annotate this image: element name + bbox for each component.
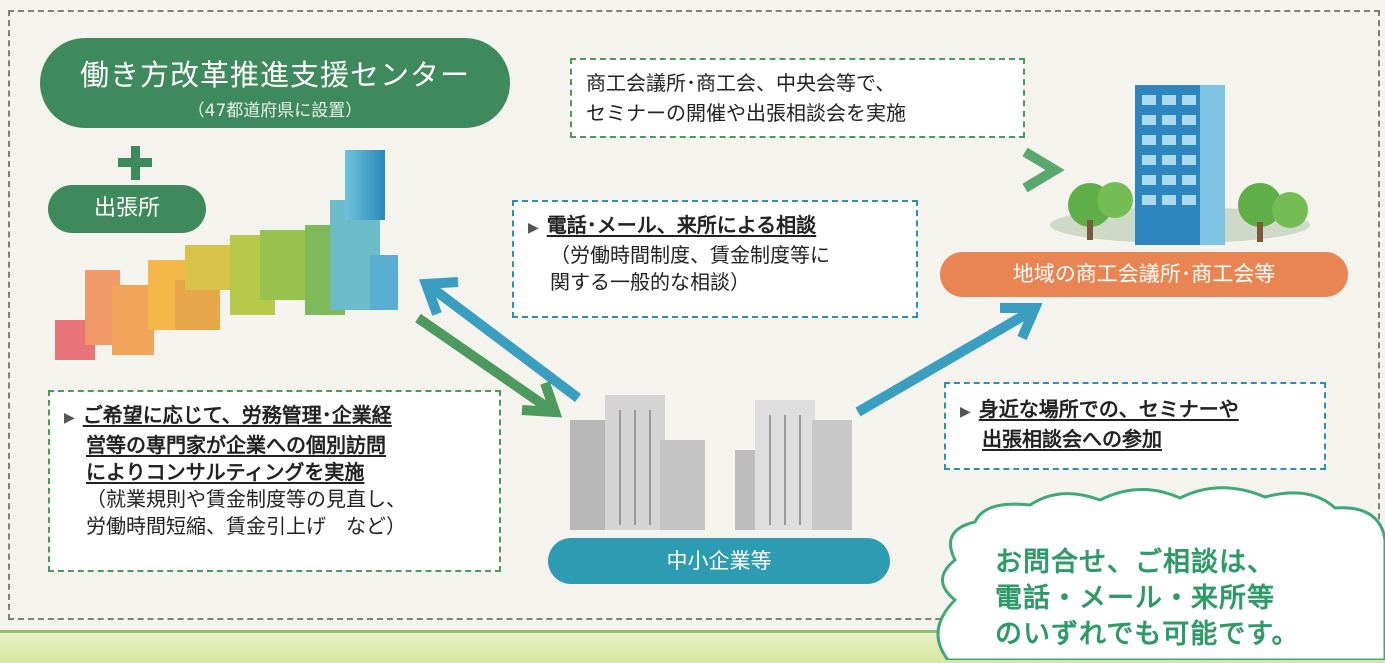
sme-pill: 中小企業等 (548, 538, 890, 584)
support-center-title: 働き方改革推進支援センター (79, 58, 470, 92)
consultation-callout: ▶ 電話･メール、来所による相談 （労働時間制度、賃金制度等に 関する一般的な相談… (512, 200, 918, 318)
chamber-of-commerce-pill: 地域の商工会議所･商工会等 (940, 252, 1348, 297)
seminar-host-line2: セミナーの開催や出張相談会を実施 (586, 101, 906, 125)
arrow-center-to-chamber (432, 147, 1065, 193)
visit-heading1: ご希望に応じて、労務管理･企業経 (82, 403, 392, 427)
seminar-host-callout: 商工会議所･商工会、中央会等で、 セミナーの開催や出張相談会を実施 (570, 58, 1025, 138)
sme-buildings-illustration (570, 395, 852, 530)
consultation-heading: 電話･メール、来所による相談 (546, 213, 817, 237)
seminar-participation-callout: ▶ 身近な場所での、セミナーや 出張相談会への参加 (944, 382, 1326, 470)
bullet-triangle-icon: ▶ (528, 220, 539, 236)
visit-detail2: 労働時間短縮、賃金引上げ など） (86, 514, 406, 538)
plus-icon (113, 140, 157, 184)
arrow-sme-to-center (418, 277, 582, 402)
visit-heading2: 営等の専門家が企業への個別訪問 (86, 433, 386, 457)
visit-heading3: によりコンサルティングを実施 (86, 460, 365, 484)
support-center-subtitle: （47都道府県に設置） (187, 101, 363, 121)
consultation-detail2: 関する一般的な相談） (550, 270, 750, 294)
arrow-sme-to-chamber (855, 303, 1043, 417)
cloud-shape (936, 486, 1385, 660)
contact-line1: お問合せ、ご相談は、 (995, 547, 1275, 578)
seminar-host-line1: 商工会議所･商工会、中央会等で、 (586, 71, 896, 95)
visit-consulting-callout: ▶ ご希望に応じて、労務管理･企業経 営等の専門家が企業への個別訪問 によりコンサ… (48, 390, 501, 572)
contact-line3: のいずれでも可能です。 (995, 619, 1300, 650)
consultation-detail1: （労働時間制度、賃金制度等に (550, 243, 830, 267)
bullet-triangle-icon: ▶ (64, 410, 75, 426)
japan-prefecture-map (55, 150, 398, 360)
seminar-heading1: 身近な場所での、セミナーや (978, 397, 1239, 421)
branch-office-pill: 出張所 (48, 185, 206, 233)
arrow-center-to-sme (415, 313, 563, 418)
office-building-illustration (1050, 85, 1310, 245)
bullet-triangle-icon: ▶ (960, 404, 971, 420)
support-center-pill: 働き方改革推進支援センター （47都道府県に設置） (40, 38, 510, 128)
visit-detail1: （就業規則や賃金制度等の見直し、 (86, 487, 406, 511)
seminar-heading2: 出張相談会への参加 (982, 427, 1162, 451)
outer-dashed-frame (8, 10, 1380, 620)
contact-cloud-text: お問合せ、ご相談は、 電話・メール・来所等 のいずれでも可能です。 (995, 545, 1355, 653)
contact-line2: 電話・メール・来所等 (995, 583, 1275, 614)
